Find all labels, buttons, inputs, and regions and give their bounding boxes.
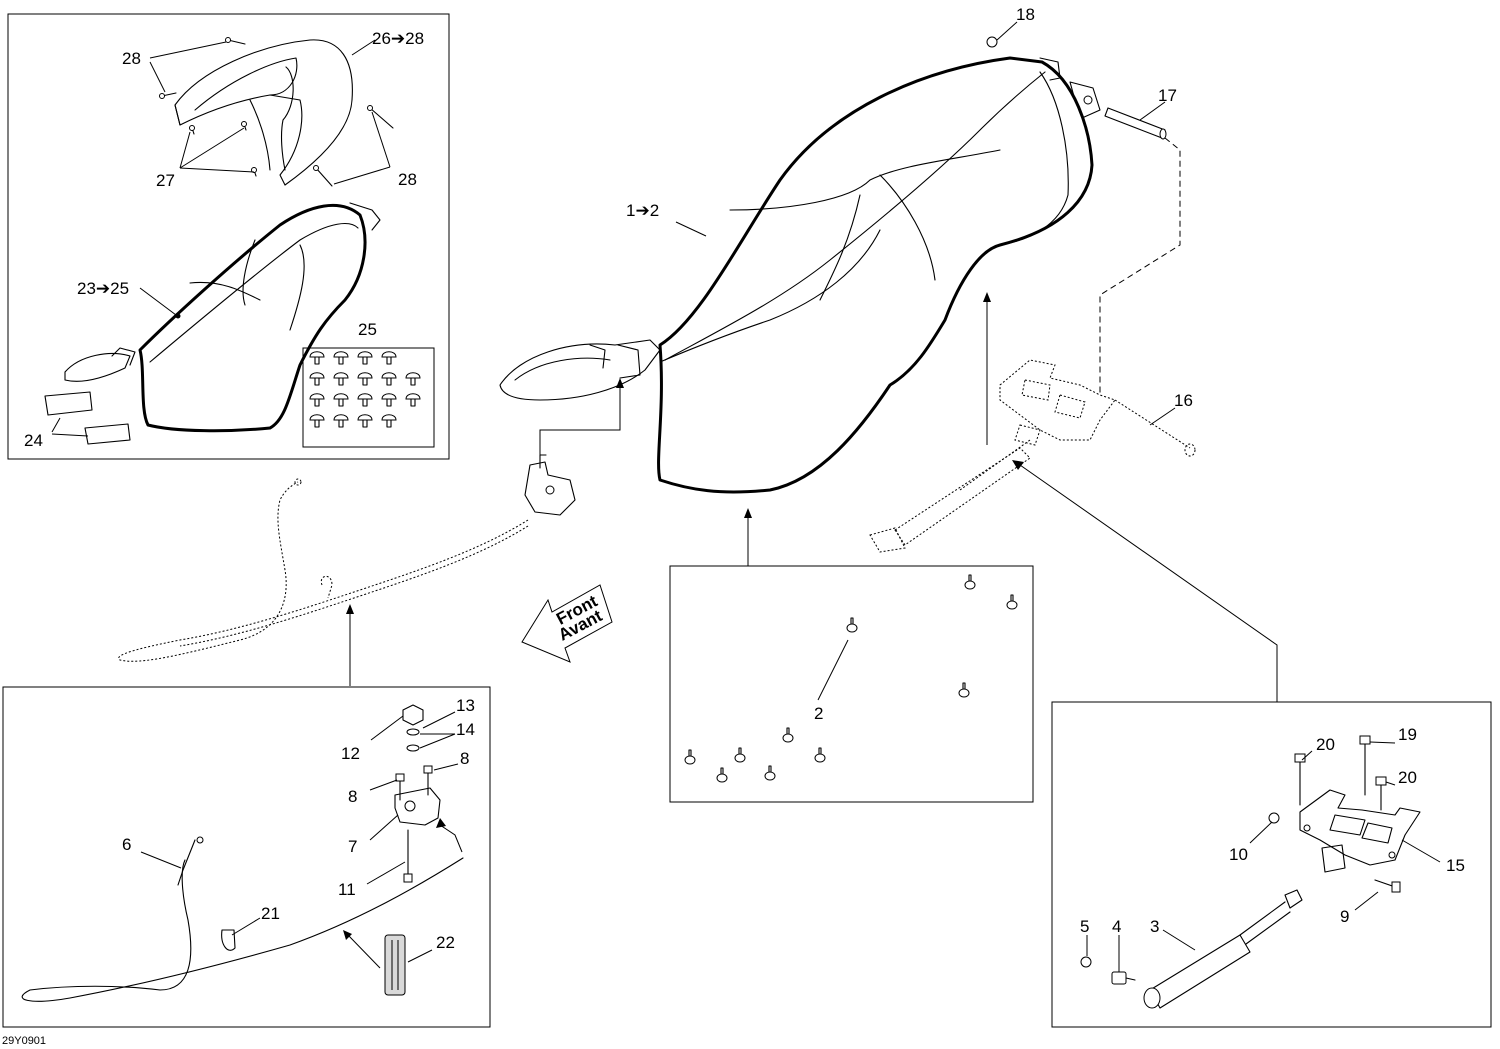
label-3: 3 xyxy=(1150,917,1159,936)
rivet-icon xyxy=(309,393,325,407)
rear-cover-part xyxy=(174,39,353,186)
inset-frame xyxy=(7,13,450,460)
label-28-right: 28 xyxy=(398,170,417,189)
label-15: 15 xyxy=(1446,856,1465,875)
label-22: 22 xyxy=(436,933,455,952)
rivet-icon xyxy=(357,351,373,365)
inset-latch-cable: 13 14 12 8 8 7 6 11 21 22 xyxy=(2,686,491,1028)
front-direction-arrow: Front Avant xyxy=(521,584,613,663)
rivet-icon xyxy=(357,414,373,428)
rivet-kit-frame xyxy=(302,347,435,448)
label-4: 4 xyxy=(1112,917,1121,936)
inset-strut-frame xyxy=(1051,701,1492,1028)
label-24: 24 xyxy=(24,431,43,450)
inset-seat-part xyxy=(64,202,381,433)
inset-bumpers: 2 xyxy=(669,508,1034,803)
bumper-icon xyxy=(716,767,728,783)
rivet-icon xyxy=(309,414,325,428)
rivet-icon xyxy=(333,372,349,386)
label-23-25: 23➔25 xyxy=(77,279,129,298)
label-10: 10 xyxy=(1229,845,1248,864)
label-19: 19 xyxy=(1398,725,1417,744)
label-9: 9 xyxy=(1340,907,1349,926)
inset-gas-strut: 20 19 20 10 15 9 5 4 3 xyxy=(1012,460,1492,1028)
rivet-icon xyxy=(309,351,325,365)
cover-fasteners xyxy=(159,37,394,187)
label-7: 7 xyxy=(348,837,357,856)
inset-top-leaders xyxy=(149,39,391,185)
label-8-left: 8 xyxy=(348,787,357,806)
figure-code: 29Y0901 xyxy=(2,1035,46,1047)
rivet-icon xyxy=(405,372,421,386)
rivet-icon xyxy=(381,393,397,407)
label-16: 16 xyxy=(1174,391,1193,410)
rivet-icon xyxy=(381,372,397,386)
bumper-icon xyxy=(958,682,970,698)
rivet-icon xyxy=(333,414,349,428)
inset-seat-cover: 28 26➔28 27 28 23➔25 25 24 xyxy=(7,13,450,460)
label-28-top: 28 xyxy=(122,49,141,68)
label-13: 13 xyxy=(456,696,475,715)
rivet-icon xyxy=(357,393,373,407)
label-25: 25 xyxy=(358,320,377,339)
label-6: 6 xyxy=(122,835,131,854)
bumper-icon xyxy=(814,747,826,763)
inset-latch-frame xyxy=(2,686,491,1028)
rivet-icon xyxy=(357,372,373,386)
label-21: 21 xyxy=(261,904,280,923)
rivet-icon xyxy=(381,351,397,365)
rivet-icon xyxy=(309,372,325,386)
release-cable-dashed xyxy=(118,478,529,686)
bumper-icon xyxy=(964,574,976,590)
label-14: 14 xyxy=(456,720,475,739)
label-20-left: 20 xyxy=(1316,735,1335,754)
label-11: 11 xyxy=(338,880,356,899)
bumper-icon xyxy=(684,749,696,765)
pads-24 xyxy=(44,391,131,445)
latch-assembly xyxy=(524,378,624,516)
label-5: 5 xyxy=(1080,917,1089,936)
label-17: 17 xyxy=(1158,86,1177,105)
main-seat-assembly xyxy=(499,56,1101,494)
bumper-icon xyxy=(734,747,746,763)
nut-18: 18 xyxy=(986,5,1035,48)
label-1-2: 1➔2 xyxy=(626,201,659,220)
label-26-28: 26➔28 xyxy=(372,29,424,48)
support-plate-dashed: 16 xyxy=(869,292,1196,553)
rivet-icon xyxy=(381,414,397,428)
label-8-right: 8 xyxy=(460,749,469,768)
bumper-icon xyxy=(1006,594,1018,610)
label-18: 18 xyxy=(1016,5,1035,24)
rivet-kit-25 xyxy=(302,347,435,448)
inset-bumpers-frame xyxy=(669,565,1034,803)
bumper-icon xyxy=(846,617,858,633)
rivet-icon xyxy=(333,393,349,407)
bumper-icon xyxy=(764,765,776,781)
pin-17: 17 xyxy=(1099,86,1181,395)
label-20-right: 20 xyxy=(1398,768,1417,787)
label-12: 12 xyxy=(341,744,360,763)
rivet-icon xyxy=(405,393,421,407)
leader-1-2 xyxy=(675,221,707,237)
bumper-icon xyxy=(782,727,794,743)
label-27: 27 xyxy=(156,171,175,190)
rivet-icon xyxy=(333,351,349,365)
label-2: 2 xyxy=(814,704,823,723)
